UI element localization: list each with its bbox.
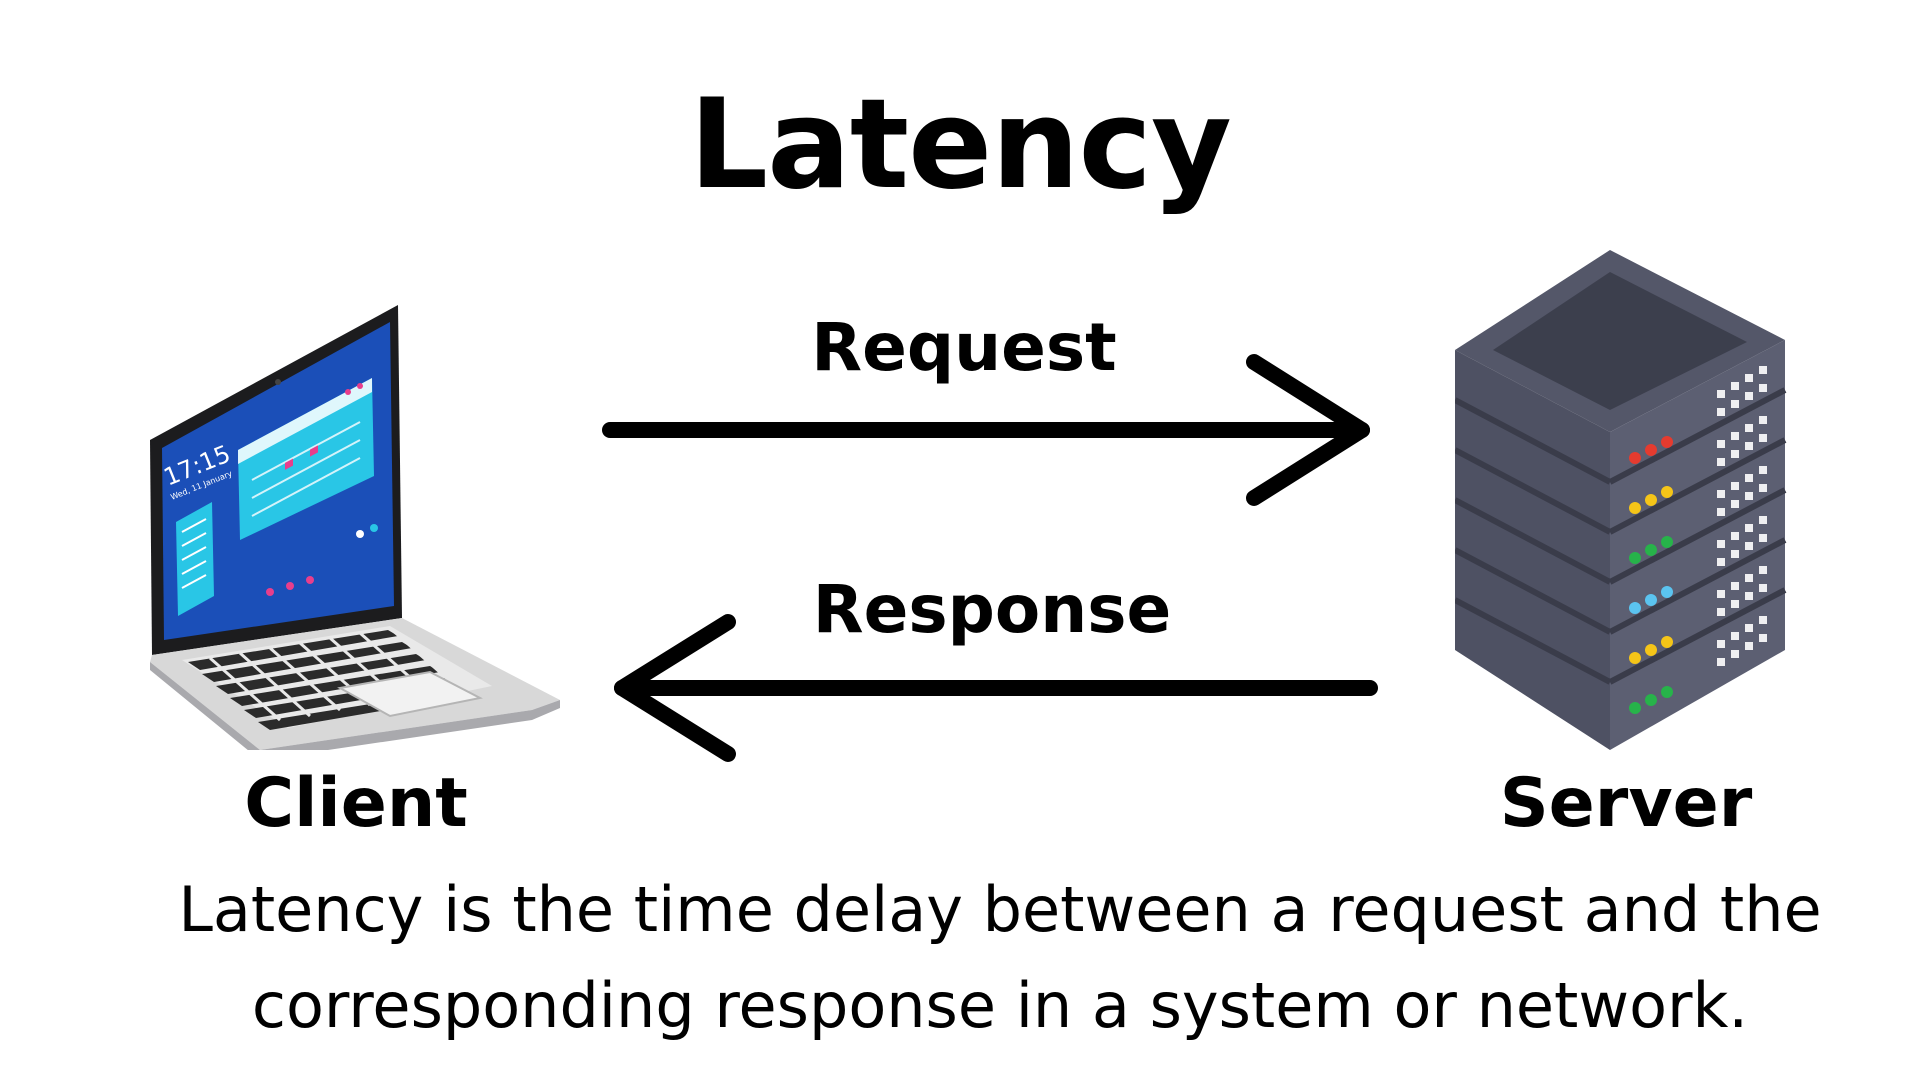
description-line-2: corresponding response in a system or ne… — [251, 969, 1749, 1042]
led-0 — [1645, 444, 1657, 456]
description-line-1: Latency is the time delay between a requ… — [178, 873, 1822, 946]
led-3 — [1645, 594, 1657, 606]
server-rack-icon — [1455, 250, 1787, 750]
server-label: Server — [1499, 764, 1753, 843]
server-leds — [1629, 436, 1673, 714]
page-title: Latency — [689, 73, 1232, 217]
led-3 — [1661, 586, 1673, 598]
led-4 — [1629, 652, 1641, 664]
led-5 — [1645, 694, 1657, 706]
client-label: Client — [244, 764, 468, 843]
response-arrow — [614, 614, 1378, 762]
led-1 — [1645, 494, 1657, 506]
led-0 — [1629, 452, 1641, 464]
laptop-icon: 17:15 Wed, 11 January — [150, 305, 560, 750]
led-1 — [1661, 486, 1673, 498]
led-5 — [1629, 702, 1641, 714]
led-0 — [1661, 436, 1673, 448]
led-5 — [1661, 686, 1673, 698]
led-4 — [1661, 636, 1673, 648]
led-1 — [1629, 502, 1641, 514]
led-2 — [1661, 536, 1673, 548]
led-3 — [1629, 602, 1641, 614]
led-2 — [1629, 552, 1641, 564]
led-4 — [1645, 644, 1657, 656]
request-label: Request — [811, 309, 1117, 386]
response-label: Response — [812, 571, 1172, 648]
request-arrow — [602, 354, 1370, 506]
latency-description: Latency is the time delay between a requ… — [80, 862, 1920, 1054]
led-2 — [1645, 544, 1657, 556]
